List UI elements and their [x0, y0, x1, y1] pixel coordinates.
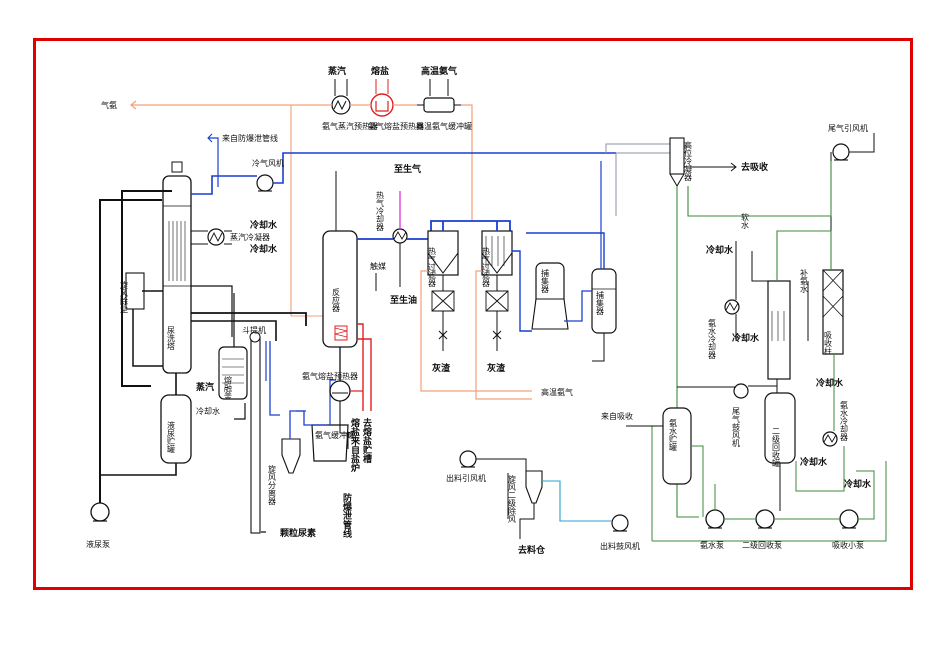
label-ammonia-cooler-2: 氨水冷却器: [840, 400, 849, 442]
tail-fan: [832, 143, 850, 161]
label-ammonia-buffer-tank: 氨气缓冲罐: [315, 430, 355, 440]
label-to-steam-oil: 至生油: [390, 294, 417, 306]
nh3-salt-preheater-2: [329, 380, 351, 402]
label-from-anti-explosion: 来自防爆泄管线: [222, 133, 278, 143]
nh3-steam-preheater: [331, 95, 351, 115]
label-hot-filter-1: 热气过滤器: [428, 246, 437, 288]
label-outlet-fan: 出料鼓风机: [600, 541, 640, 551]
label-to-absorb: 去吸收: [741, 161, 768, 173]
label-cyclone-2: 旋风二级除风: [508, 474, 517, 524]
scrubber-tower: [162, 161, 192, 374]
label-steam-top: 蒸汽: [328, 65, 346, 77]
receiver: [531, 262, 569, 330]
cold-air-fan: [256, 174, 274, 192]
label-recycle-fan: 尾气鼓风机: [732, 407, 741, 448]
label-high-pos-separator: 高位冷凝器: [684, 140, 693, 182]
label-receiver: 捕集器: [541, 268, 550, 294]
label-nh3-steam-preheater: 氨气蒸汽预热器: [322, 121, 378, 131]
label-cyclone-sep: 旋风分离器: [268, 464, 277, 506]
cyclone-box: [125, 272, 145, 310]
label-ammonia-tank: 氨水贮罐: [669, 418, 678, 452]
label-ash-1: 灰渣: [432, 362, 451, 374]
label-steam-condenser: 蒸汽冷凝器: [230, 232, 270, 242]
label-ash-2: 灰渣: [487, 362, 506, 374]
label-product: 颗粒尿素: [280, 527, 316, 539]
label-ammonia-cooler: 氨水冷却器: [708, 318, 717, 360]
ammonia-buffer-tank: [311, 424, 349, 462]
hot-ammonia-buffer: [417, 97, 461, 113]
label-absorb-pump: 吸收小泵: [832, 540, 864, 550]
nh3-salt-preheater: [370, 93, 394, 117]
label-from-absorption: 来自吸收: [601, 411, 633, 421]
label-hot-ammonia-buffer: 高温氨气缓冲罐: [416, 121, 472, 131]
label-hot-filter-2: 热气过滤器: [482, 246, 491, 288]
label-cooling-water-r5: 冷却水: [844, 478, 872, 490]
hot-filter-2: [481, 230, 513, 340]
bucket-elevator: [249, 331, 261, 534]
label-cooling-water-2: 冷却水: [250, 243, 278, 255]
ammonia-cooler-2: [822, 431, 838, 447]
label-urea-tank: 液尿贮罐: [167, 420, 176, 454]
label-tail-fan: 尾气引风机: [828, 123, 868, 133]
label-cooling-water-r4: 冷却水: [800, 456, 828, 468]
melter-vessel: [218, 346, 248, 400]
recycle-fan: [733, 383, 749, 399]
label-anti-explosion-line: 防爆泄管线: [341, 492, 352, 539]
label-cooling-water-mid: 冷却水: [196, 406, 220, 416]
label-hot-ammonia-bottom: 高温氨气: [541, 387, 573, 397]
label-steam-mid: 蒸汽: [196, 381, 214, 393]
outlet-fan: [611, 514, 629, 532]
label-discharge-fan: 出料引风机: [446, 473, 486, 483]
cyclone-separator: [281, 438, 301, 474]
label-cooling-water-r1: 冷却水: [706, 244, 734, 256]
label-molten-salt-top: 熔盐: [371, 65, 389, 77]
cyclone-2: [525, 470, 543, 504]
label-bucket-elevator: 斗提机: [242, 325, 266, 335]
label-melter: 熔融釜: [224, 375, 233, 400]
stage2-pump: [755, 509, 775, 529]
absorber-column: [822, 269, 844, 355]
label-scrubber: 尿洗塔: [167, 326, 176, 351]
label-stage2-tank: 二级回收罐: [772, 427, 781, 468]
diagram-frame: 蒸汽 熔盐 高温氨气 气氨 氨气蒸汽预热器 氨气熔盐预热器 高温氨气缓冲罐 来自…: [33, 38, 913, 590]
label-soft-water: 软水: [741, 212, 750, 229]
process-flow-diagram: 蒸汽 熔盐 高温氨气 气氨 氨气蒸汽预热器 氨气熔盐预热器 高温氨气缓冲罐 来自…: [86, 65, 887, 556]
absorb-pump: [839, 509, 859, 529]
stage2-column: [767, 280, 791, 380]
ammonia-pump: [705, 509, 725, 529]
label-reactor: 反应器: [332, 287, 341, 313]
label-to-salt-tank: 去熔盐贮槽: [361, 417, 373, 464]
label-ammonia-gas: 气氨: [101, 100, 117, 110]
label-collector: 捕集器: [596, 290, 605, 316]
label-cyclone-fan: 旋风除尘: [120, 280, 129, 313]
label-to-silo: 去料仓: [518, 544, 546, 556]
label-absorber: 吸收柱: [824, 331, 833, 356]
label-cooling-water-r3: 冷却水: [816, 377, 844, 389]
label-to-steam-gen: 至生气: [394, 163, 421, 175]
label-catalyst: 触媒: [370, 261, 386, 271]
steam-condenser: [207, 228, 225, 246]
label-hot-air-cooler: 热气冷却器: [376, 190, 385, 232]
label-from-salt-furnace: 熔盐来自盐炉: [349, 417, 361, 473]
high-pos-separator: [669, 137, 685, 187]
label-ammonia-pump: 氨水泵: [700, 540, 724, 550]
label-cooling-water-1: 冷却水: [250, 219, 278, 231]
discharge-fan: [459, 450, 477, 468]
hot-air-cooler: [392, 228, 408, 244]
label-urea-pump: 液尿泵: [86, 539, 110, 549]
ammonia-cooler: [724, 299, 740, 315]
label-cold-air-fan: 冷气风机: [252, 158, 284, 168]
label-nh3-salt-preheater: 氨气熔盐预热器: [368, 121, 424, 131]
label-stage2-pump: 二级回收泵: [742, 540, 782, 550]
urea-tank: [160, 394, 192, 464]
urea-pump: [90, 502, 110, 522]
label-nh3-salt-preheat-2: 氨气熔盐预热器: [302, 371, 358, 381]
label-hot-ammonia-top: 高温氨气: [421, 65, 457, 77]
label-wash-water: 补氨水: [800, 268, 809, 293]
label-cooling-water-r2: 冷却水: [732, 332, 760, 344]
